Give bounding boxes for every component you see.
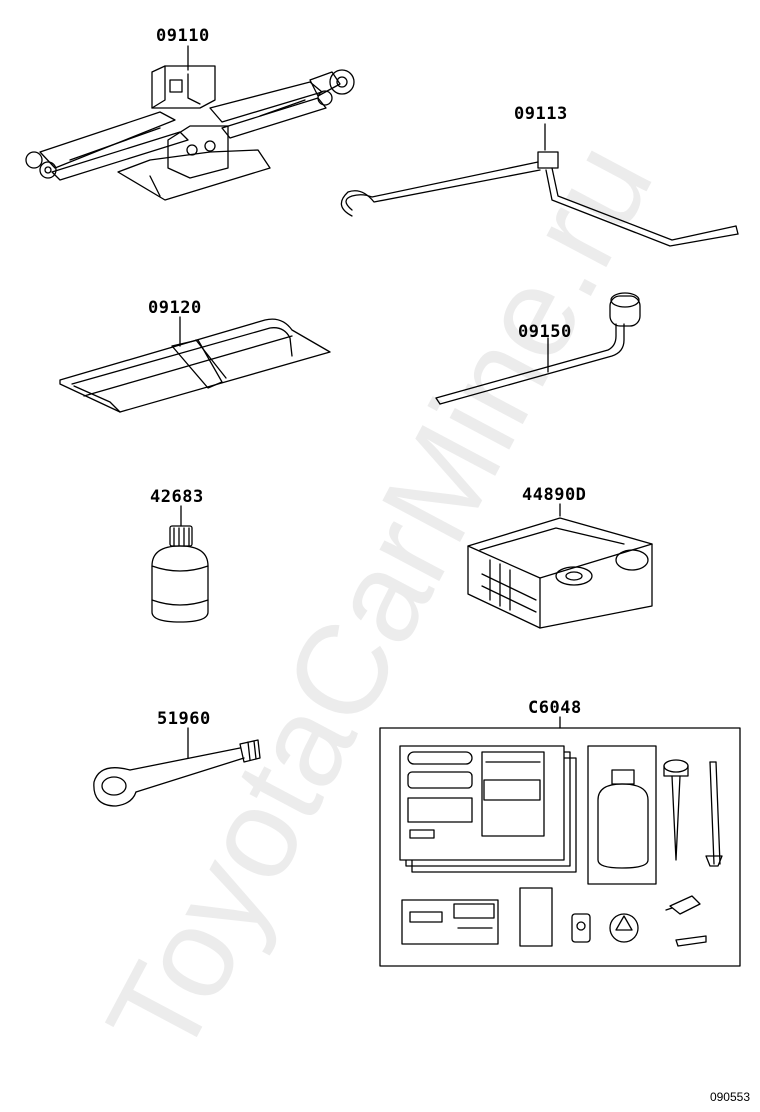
part-number-42683[interactable]: 42683	[150, 487, 204, 507]
part-number-09150[interactable]: 09150	[518, 322, 572, 342]
scissor-jack-drawing	[25, 45, 355, 201]
jack-handle-drawing	[340, 123, 739, 247]
part-number-C6048[interactable]: C6048	[528, 698, 582, 718]
tire-compressor-drawing	[467, 503, 653, 629]
repair-kit-drawing	[379, 716, 741, 967]
part-number-09113[interactable]: 09113	[514, 104, 568, 124]
wheel-nut-wrench-drawing	[435, 292, 641, 405]
diagram-code: 090553	[709, 1090, 750, 1104]
tool-bag-drawing	[59, 316, 331, 413]
sealant-bottle-drawing	[151, 505, 209, 623]
part-number-51960[interactable]: 51960	[157, 709, 211, 729]
towing-eye-drawing	[93, 727, 261, 807]
part-number-09120[interactable]: 09120	[148, 298, 202, 318]
part-number-09110[interactable]: 09110	[156, 26, 210, 46]
part-number-44890D[interactable]: 44890D	[522, 485, 587, 505]
